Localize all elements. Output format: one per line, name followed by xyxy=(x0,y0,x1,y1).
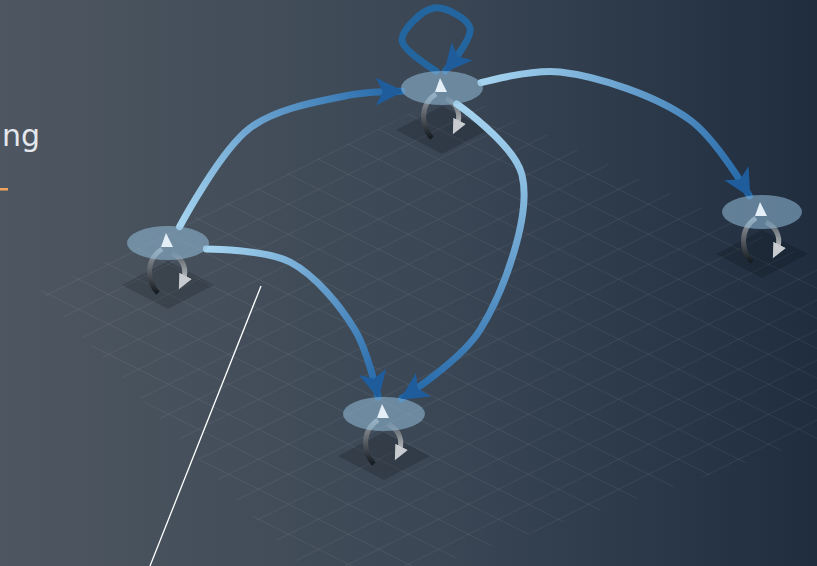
floor-tile xyxy=(338,432,430,480)
grid-line xyxy=(0,0,817,169)
floor-tile xyxy=(122,261,214,309)
grid-line xyxy=(0,480,817,566)
disc-ellipse xyxy=(401,71,483,105)
transition-arrow xyxy=(402,8,470,71)
state-disc xyxy=(401,71,483,105)
grid-line xyxy=(0,0,817,169)
grid-line xyxy=(0,30,817,439)
grid-line xyxy=(0,150,817,559)
grid-line xyxy=(0,0,817,229)
transition-arrow xyxy=(402,104,524,399)
grid-line xyxy=(0,150,817,559)
heading-fragment: ng xyxy=(2,118,40,153)
node-tiles xyxy=(122,106,808,480)
grid-line xyxy=(0,450,817,566)
grid-line xyxy=(0,510,817,566)
grid-line xyxy=(0,0,817,199)
label-holder: ng xyxy=(2,118,40,153)
grid-line xyxy=(0,510,817,566)
grid-line xyxy=(0,0,817,259)
grid-line xyxy=(0,240,817,566)
grid-line xyxy=(0,120,817,529)
disc-shape xyxy=(343,397,425,431)
disc-shape xyxy=(127,226,209,260)
disc-shape xyxy=(722,195,802,229)
grid-line xyxy=(0,210,817,566)
grid-line xyxy=(0,180,817,566)
grid-line xyxy=(0,90,817,499)
grid-line xyxy=(0,0,817,199)
grid-line xyxy=(0,0,817,79)
grid-line xyxy=(0,0,817,379)
grid-line xyxy=(0,480,817,566)
grid-line xyxy=(0,540,817,566)
grid-line xyxy=(0,450,817,566)
grid-line xyxy=(0,270,817,566)
grid-line xyxy=(0,0,817,109)
grid-line xyxy=(0,0,817,139)
grid-line xyxy=(0,180,817,566)
transition-arrow xyxy=(180,91,402,226)
grid-line xyxy=(0,390,817,566)
grid-line xyxy=(0,390,817,566)
grid-line xyxy=(0,420,817,566)
grid-line xyxy=(0,60,817,469)
state-disc xyxy=(127,226,209,260)
grid-line xyxy=(0,0,817,409)
transition-arrow xyxy=(206,249,378,397)
grid-line xyxy=(0,420,817,566)
grid-line xyxy=(0,0,817,109)
grid-line xyxy=(0,300,817,566)
grid-line xyxy=(0,30,817,439)
grid-line xyxy=(0,330,817,566)
grid-line xyxy=(0,0,817,19)
grid-line xyxy=(0,330,817,566)
grid-line xyxy=(0,0,817,259)
grid-line xyxy=(0,540,817,566)
rotation-tip xyxy=(377,404,389,418)
disc-shape xyxy=(401,71,483,105)
rotation-tip xyxy=(435,78,447,92)
grid-line xyxy=(0,0,817,19)
disc-ellipse xyxy=(343,397,425,431)
grid-line xyxy=(0,240,817,566)
grid-line xyxy=(0,90,817,499)
grid-line xyxy=(0,0,817,409)
floor-tile xyxy=(716,230,808,278)
grid-line xyxy=(0,120,817,529)
rotation-symbols xyxy=(150,94,779,464)
grid-line xyxy=(0,0,817,379)
grid-line xyxy=(0,0,817,79)
accent-dash xyxy=(0,188,8,191)
grid-line xyxy=(0,60,817,469)
grid-line xyxy=(0,0,817,139)
grid-line xyxy=(0,300,817,566)
grid-line xyxy=(0,0,817,229)
grid-line xyxy=(0,270,817,566)
grid-line xyxy=(0,210,817,566)
rotation-tip xyxy=(755,202,767,216)
leader-line xyxy=(150,286,261,566)
state-disc xyxy=(343,397,425,431)
disc-ellipse xyxy=(127,226,209,260)
rotation-tip xyxy=(161,233,173,247)
disc-ellipse xyxy=(722,195,802,229)
state-disc xyxy=(722,195,802,229)
